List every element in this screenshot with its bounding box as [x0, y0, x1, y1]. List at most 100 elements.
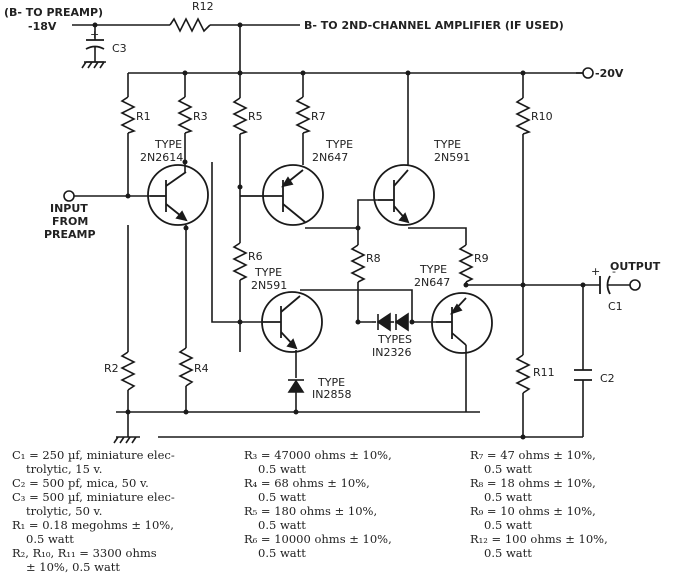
zener-part: IN2858	[312, 388, 351, 401]
zener-in2858	[287, 379, 305, 393]
resistor-r6	[232, 242, 248, 281]
parts-line: R₇ = 47 ohms ± 10%,	[470, 448, 596, 462]
resistor-r3	[177, 96, 194, 134]
diodes-type: TYPES	[377, 333, 412, 346]
parts-line: C₂ = 500 pf, mica, 50 v.	[12, 476, 149, 490]
parts-line: trolytic, 15 v.	[26, 462, 103, 476]
transistor-t2	[240, 164, 324, 226]
capacitors	[85, 39, 611, 381]
t2-type: TYPE	[325, 138, 353, 151]
resistors	[120, 17, 532, 394]
t3-part: 2N591	[434, 151, 470, 164]
resistor-r7	[295, 96, 312, 134]
parts-line: 0.5 watt	[258, 462, 306, 476]
amplifier-schematic: (B- TO PREAMP) -18V B- TO 2ND-CHANNEL AM…	[4, 0, 661, 444]
t3-type: TYPE	[433, 138, 461, 151]
parts-line: C₃ = 500 µf, miniature elec-	[12, 490, 175, 504]
label-preamp: PREAMP	[44, 228, 96, 241]
ref-r6: R6	[248, 250, 263, 263]
parts-line: 0.5 watt	[484, 518, 532, 532]
label-input: INPUT	[50, 202, 88, 215]
parts-line: R₆ = 10000 ohms ± 10%,	[244, 532, 392, 546]
t4-type: TYPE	[254, 266, 282, 279]
transistor-t4	[261, 291, 323, 353]
parts-line: 0.5 watt	[258, 490, 306, 504]
ref-r12: R12	[192, 0, 214, 13]
ref-c3: C3	[112, 42, 127, 55]
resistor-r8	[350, 244, 366, 283]
resistor-r1	[120, 96, 137, 134]
zener-type: TYPE	[317, 376, 345, 389]
ref-r2: R2	[104, 362, 119, 375]
ref-r8: R8	[366, 252, 381, 265]
parts-list-column-1: C₁ = 250 µf, miniature elec-trolytic, 15…	[12, 448, 175, 574]
parts-line: ± 10%, 0.5 watt	[26, 560, 121, 574]
ref-r1: R1	[136, 110, 151, 123]
resistor-r11	[515, 354, 531, 394]
ref-r9: R9	[474, 252, 489, 265]
resistor-r4	[178, 347, 194, 387]
resistor-r2	[120, 351, 136, 391]
ground-symbols	[81, 61, 140, 444]
ref-r5: R5	[248, 110, 263, 123]
parts-line: R₁ = 0.18 megohms ± 10%,	[12, 518, 174, 532]
ref-r11: R11	[533, 366, 555, 379]
ref-r7: R7	[311, 110, 326, 123]
parts-line: trolytic, 50 v.	[26, 504, 103, 518]
parts-line: R₃ = 47000 ohms ± 10%,	[244, 448, 392, 462]
label-b-to-preamp: (B- TO PREAMP)	[4, 6, 103, 19]
t4-part: 2N591	[251, 279, 287, 292]
c3-plus: +	[90, 28, 99, 41]
resistor-r10	[515, 97, 532, 135]
parts-line: C₁ = 250 µf, miniature elec-	[12, 448, 175, 462]
parts-line: 0.5 watt	[258, 546, 306, 560]
terminal-output	[629, 279, 641, 291]
resistor-r12	[169, 17, 211, 33]
t5-part: 2N647	[414, 276, 450, 289]
resistor-r5	[232, 97, 249, 135]
label-output: OUTPUT	[610, 260, 661, 273]
ground-icon	[81, 61, 106, 69]
resistor-r9	[458, 244, 474, 283]
t1-part: 2N2614	[140, 151, 183, 164]
ref-r10: R10	[531, 110, 553, 123]
junctions	[92, 22, 586, 440]
c1-plus: +	[591, 265, 600, 278]
ref-r4: R4	[194, 362, 209, 375]
terminals	[63, 67, 641, 291]
capacitor-c1-plate-b	[606, 275, 611, 295]
parts-line: 0.5 watt	[258, 518, 306, 532]
parts-line: 0.5 watt	[26, 532, 74, 546]
t1-type: TYPE	[154, 138, 182, 151]
parts-line: 0.5 watt	[484, 490, 532, 504]
c1-minus: -	[612, 265, 616, 278]
ref-c1: C1	[608, 300, 623, 313]
transistor-t5	[431, 292, 493, 354]
ref-c2: C2	[600, 372, 615, 385]
schematic-labels: (B- TO PREAMP) -18V B- TO 2ND-CHANNEL AM…	[4, 0, 661, 401]
label-20v: -20V	[595, 67, 624, 80]
parts-line: 0.5 watt	[484, 462, 532, 476]
diodes-in2326	[372, 312, 409, 332]
diodes-part: IN2326	[372, 346, 411, 359]
ref-r3: R3	[193, 110, 208, 123]
label-from: FROM	[52, 215, 88, 228]
ground-icon	[113, 436, 140, 444]
parts-line: R₁₂ = 100 ohms ± 10%,	[470, 532, 608, 546]
terminal-20v	[582, 67, 594, 79]
capacitor-c3-plate-b	[85, 45, 105, 50]
parts-line: 0.5 watt	[484, 546, 532, 560]
parts-line: R₄ = 68 ohms ± 10%,	[244, 476, 370, 490]
parts-line: R₈ = 18 ohms ± 10%,	[470, 476, 596, 490]
parts-line: R₅ = 180 ohms ± 10%,	[244, 504, 378, 518]
parts-line: R₂, R₁₀, R₁₁ = 3300 ohms	[12, 546, 157, 560]
transistor-t1	[147, 164, 209, 226]
terminal-input	[63, 190, 75, 202]
t5-type: TYPE	[419, 263, 447, 276]
parts-line: R₉ = 10 ohms ± 10%,	[470, 504, 596, 518]
t2-part: 2N647	[312, 151, 348, 164]
transistor-t3	[373, 164, 435, 226]
label-18v: -18V	[28, 20, 57, 33]
